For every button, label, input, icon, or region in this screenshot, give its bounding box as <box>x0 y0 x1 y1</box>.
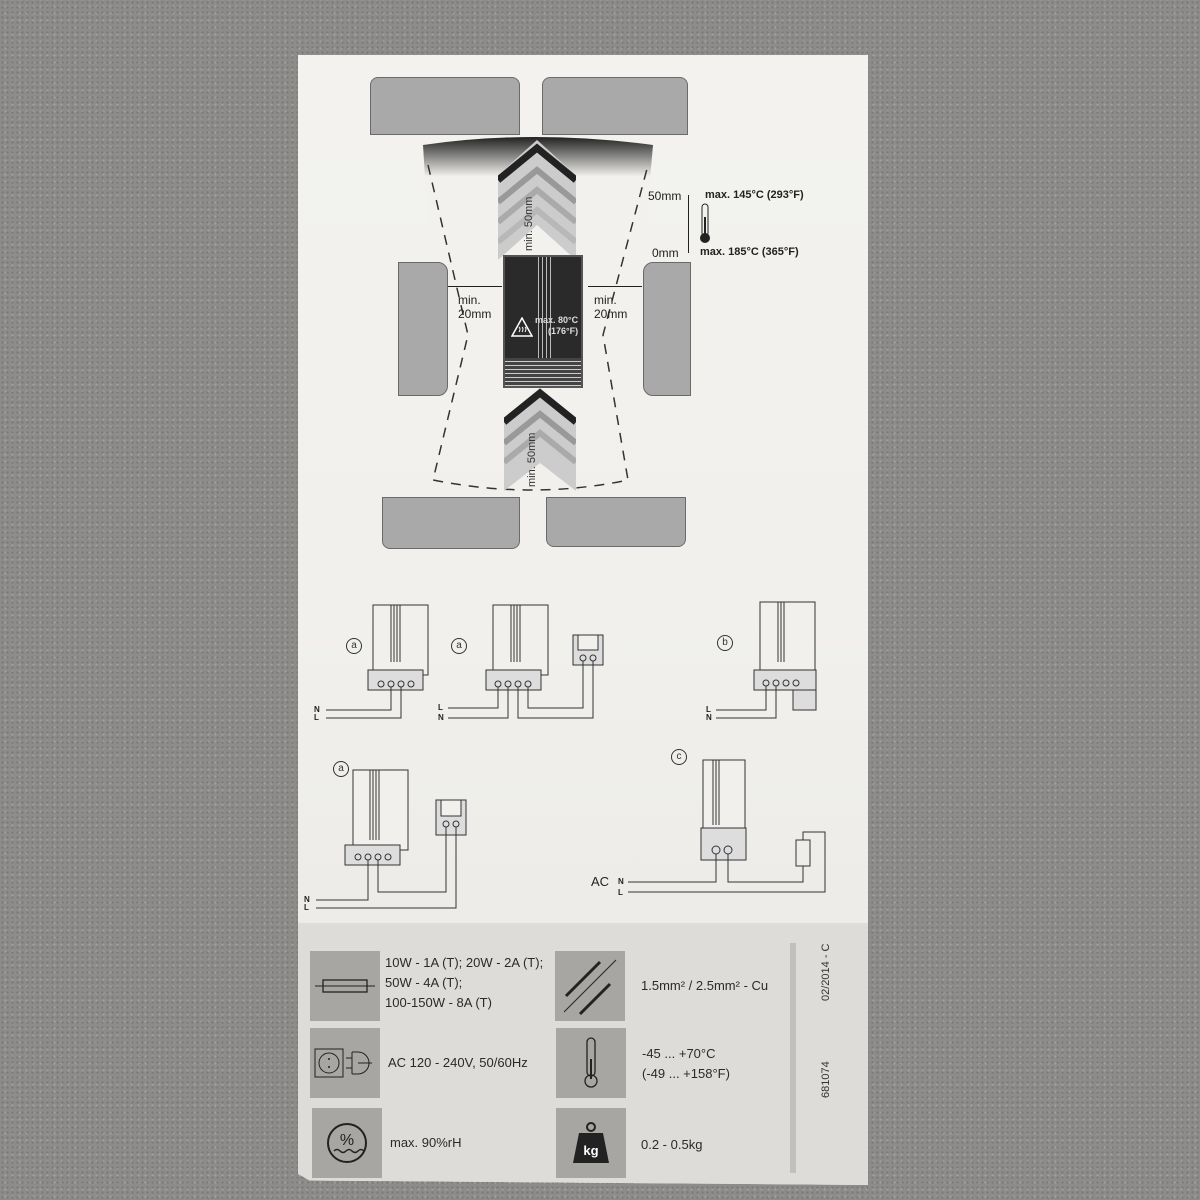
wire-label-n2: N <box>438 713 444 722</box>
wire-label-n3: N <box>706 713 712 722</box>
wall-block-bottom-left <box>382 497 520 549</box>
scale-bottom-label: 0mm <box>652 246 679 260</box>
side-bar <box>790 943 796 1173</box>
spec-fuse-text: 10W - 1A (T); 20W - 2A (T); 50W - 4A (T)… <box>385 955 544 1010</box>
scale-bar <box>688 195 689 253</box>
date-code: 02/2014 - C <box>820 943 832 1001</box>
scale-top-label: 50mm <box>648 189 682 203</box>
left-clearance-label: min. 20mm <box>458 293 492 321</box>
thermometer-icon <box>584 1037 598 1088</box>
spec-panel: 10W - 1A (T); 20W - 2A (T); 50W - 4A (T)… <box>298 923 868 1185</box>
terminal-block <box>505 357 581 386</box>
wall-block-top-left <box>370 77 520 135</box>
variant-b-label: b <box>717 635 733 651</box>
power-plug-icon <box>314 1048 372 1078</box>
wall-block-top-right <box>542 77 688 135</box>
leaflet-paper: min. 50mm min. 20mm min. 20mm max. 80°C … <box>298 55 868 1185</box>
wire-label-l4: L <box>304 903 309 912</box>
right-clearance-arrow <box>588 286 642 287</box>
spec-power-text: AC 120 - 240V, 50/60Hz <box>388 1055 528 1070</box>
spec-icon-box-humidity: % <box>312 1108 382 1178</box>
spec-icon-box-fuse <box>310 951 380 1021</box>
part-number: 681074 <box>820 1061 832 1098</box>
spec-icon-box-wire <box>555 951 625 1021</box>
surface-temp-label: max. 80°C (176°F) <box>535 315 579 336</box>
wire-label-n1: N <box>314 705 320 714</box>
right-clearance-label: min. 20mm <box>594 293 628 321</box>
wire-label-l2: L <box>438 703 443 712</box>
variant-c-label: c <box>671 749 687 765</box>
wire-icon <box>563 959 617 1016</box>
bottom-clearance-label: min. 50mm <box>526 432 538 487</box>
wiring-diagram-1 <box>316 601 826 909</box>
airflow-chevron-top <box>498 140 576 260</box>
spec-humidity-text: max. 90%rH <box>390 1135 462 1150</box>
spec-wire-text: 1.5mm² / 2.5mm² - Cu <box>641 978 769 993</box>
spec-weight-text: 0.2 - 0.5kg <box>641 1137 703 1152</box>
variant-a-label-1: a <box>346 638 362 654</box>
wire-label-n5: N <box>618 877 624 886</box>
spec-icon-box-weight: kg <box>556 1108 626 1178</box>
spec-icon-box-power <box>310 1028 380 1098</box>
wall-block-bottom-right <box>546 497 686 547</box>
wire-label-l3: L <box>706 705 711 714</box>
spec-icon-box-temp <box>556 1028 626 1098</box>
left-clearance-arrow <box>448 286 502 287</box>
fuse-icon <box>315 979 375 993</box>
wall-block-left <box>398 262 448 396</box>
thermometer-icon <box>700 203 710 243</box>
variant-a-label-3: a <box>333 761 349 777</box>
weight-icon: kg <box>573 1122 609 1163</box>
variant-a-label-2: a <box>451 638 467 654</box>
wire-label-l1: L <box>314 713 319 722</box>
temp-0mm-label: max. 185°C (365°F) <box>700 246 799 258</box>
wall-block-right <box>643 262 691 396</box>
top-clearance-label: min. 50mm <box>523 196 535 251</box>
hot-surface-warning-icon <box>511 317 533 337</box>
ac-supply-label: AC <box>591 874 610 889</box>
wire-label-l5: L <box>618 888 623 897</box>
temp-50mm-label: max. 145°C (293°F) <box>705 189 804 201</box>
airflow-chevron-bottom <box>504 388 576 491</box>
svg-text:kg: kg <box>583 1143 598 1158</box>
spec-temp-text: -45 ... +70°C (-49 ... +158°F) <box>642 1046 730 1081</box>
humidity-icon: % <box>327 1123 367 1163</box>
wire-label-n4: N <box>304 895 310 904</box>
heater-unit: max. 80°C (176°F) <box>503 255 583 388</box>
svg-text:%: % <box>340 1132 354 1149</box>
